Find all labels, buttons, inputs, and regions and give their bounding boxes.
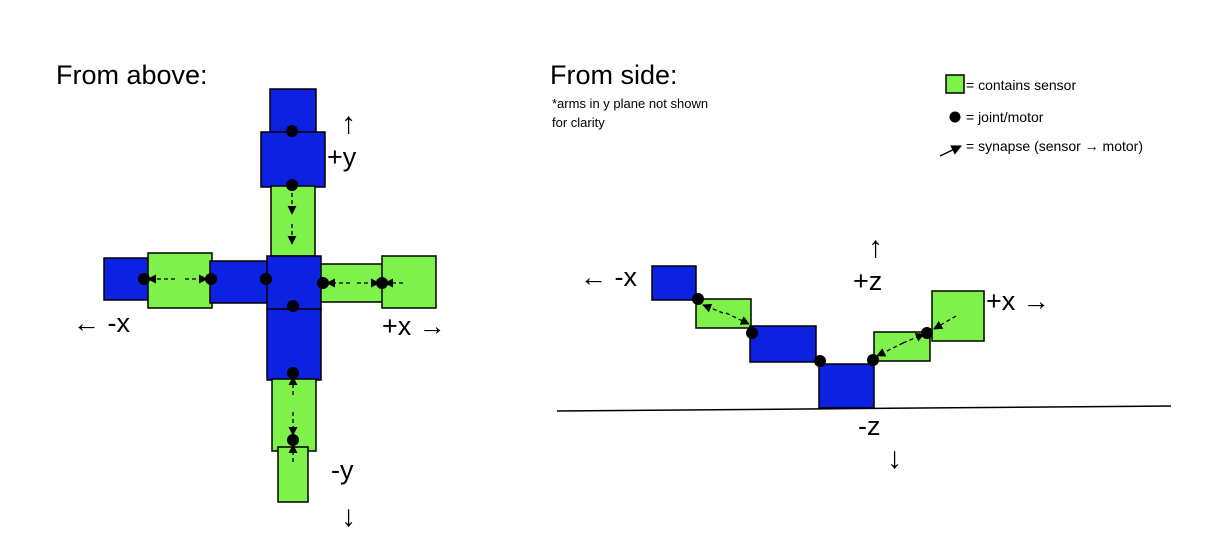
above-joint bbox=[287, 367, 299, 379]
above-title: From above: bbox=[56, 60, 208, 90]
side-body-segment bbox=[818, 363, 875, 409]
side-synapse-1 bbox=[702, 303, 724, 314]
side-nz-label: -z bbox=[858, 411, 881, 441]
above-nx-outer-sensor-segment bbox=[147, 252, 213, 309]
legend-sensor-label: = contains sensor bbox=[966, 77, 1076, 93]
side-nx-tip-segment bbox=[651, 265, 697, 301]
side-joint bbox=[746, 327, 758, 339]
legend-joint-dot bbox=[949, 111, 961, 123]
above-joint bbox=[287, 300, 299, 312]
above-py-outer-segment bbox=[260, 131, 326, 188]
side-synapse-5 bbox=[933, 315, 957, 330]
side-note-line2: for clarity bbox=[552, 115, 605, 130]
above-nx-label: ← -x bbox=[73, 308, 130, 338]
side-note-line1: *arms in y plane not shown bbox=[552, 96, 708, 111]
side-view: From side: *arms in y plane not shown fo… bbox=[550, 60, 1172, 475]
side-down-arrow: ↓ bbox=[887, 442, 902, 475]
side-px-outer-sensor-segment bbox=[931, 290, 985, 342]
side-synapse-4 bbox=[902, 333, 925, 344]
legend-sensor-swatch bbox=[945, 74, 965, 94]
side-px-inner-sensor-segment bbox=[873, 331, 931, 362]
legend-joint-label: = joint/motor bbox=[966, 109, 1044, 125]
side-joint bbox=[921, 327, 933, 339]
above-py-label: +y bbox=[327, 142, 357, 172]
above-joint bbox=[205, 273, 217, 285]
above-ny-label: -y bbox=[331, 455, 354, 485]
side-joint bbox=[814, 355, 826, 367]
above-joint bbox=[286, 179, 298, 191]
above-nx-inner-segment bbox=[209, 260, 269, 304]
above-down-arrow: ↓ bbox=[341, 500, 356, 533]
side-synapse-2 bbox=[725, 312, 750, 325]
side-title: From side: bbox=[550, 60, 678, 90]
legend-synapse-label: = synapse (sensor → motor) bbox=[966, 138, 1143, 154]
side-nx-label: ← -x bbox=[580, 262, 637, 292]
legend-synapse-arrow-icon bbox=[939, 145, 962, 157]
above-ny-tip-sensor-segment bbox=[277, 446, 309, 503]
above-px-label: +x → bbox=[382, 311, 446, 341]
side-joint bbox=[692, 293, 704, 305]
side-nx-outer-sensor-segment bbox=[695, 298, 752, 329]
above-joint bbox=[138, 273, 150, 285]
side-joint bbox=[867, 354, 879, 366]
above-view: From above: bbox=[56, 60, 446, 533]
above-px-outer-sensor-segment bbox=[381, 255, 437, 309]
legend: = contains sensor = joint/motor = synaps… bbox=[939, 74, 1143, 157]
above-joint bbox=[317, 277, 329, 289]
side-pz-label: +z bbox=[853, 266, 882, 296]
above-py-inner-sensor-segment bbox=[270, 185, 316, 257]
above-joint bbox=[260, 273, 272, 285]
above-joint bbox=[286, 125, 298, 137]
side-synapse-3 bbox=[876, 342, 904, 357]
above-joint bbox=[376, 277, 388, 289]
side-px-label: +x → bbox=[986, 286, 1050, 316]
above-joint bbox=[287, 434, 299, 446]
side-up-arrow: ↑ bbox=[868, 231, 883, 264]
side-nx-inner-segment bbox=[749, 325, 817, 363]
above-up-arrow: ↑ bbox=[341, 107, 356, 140]
